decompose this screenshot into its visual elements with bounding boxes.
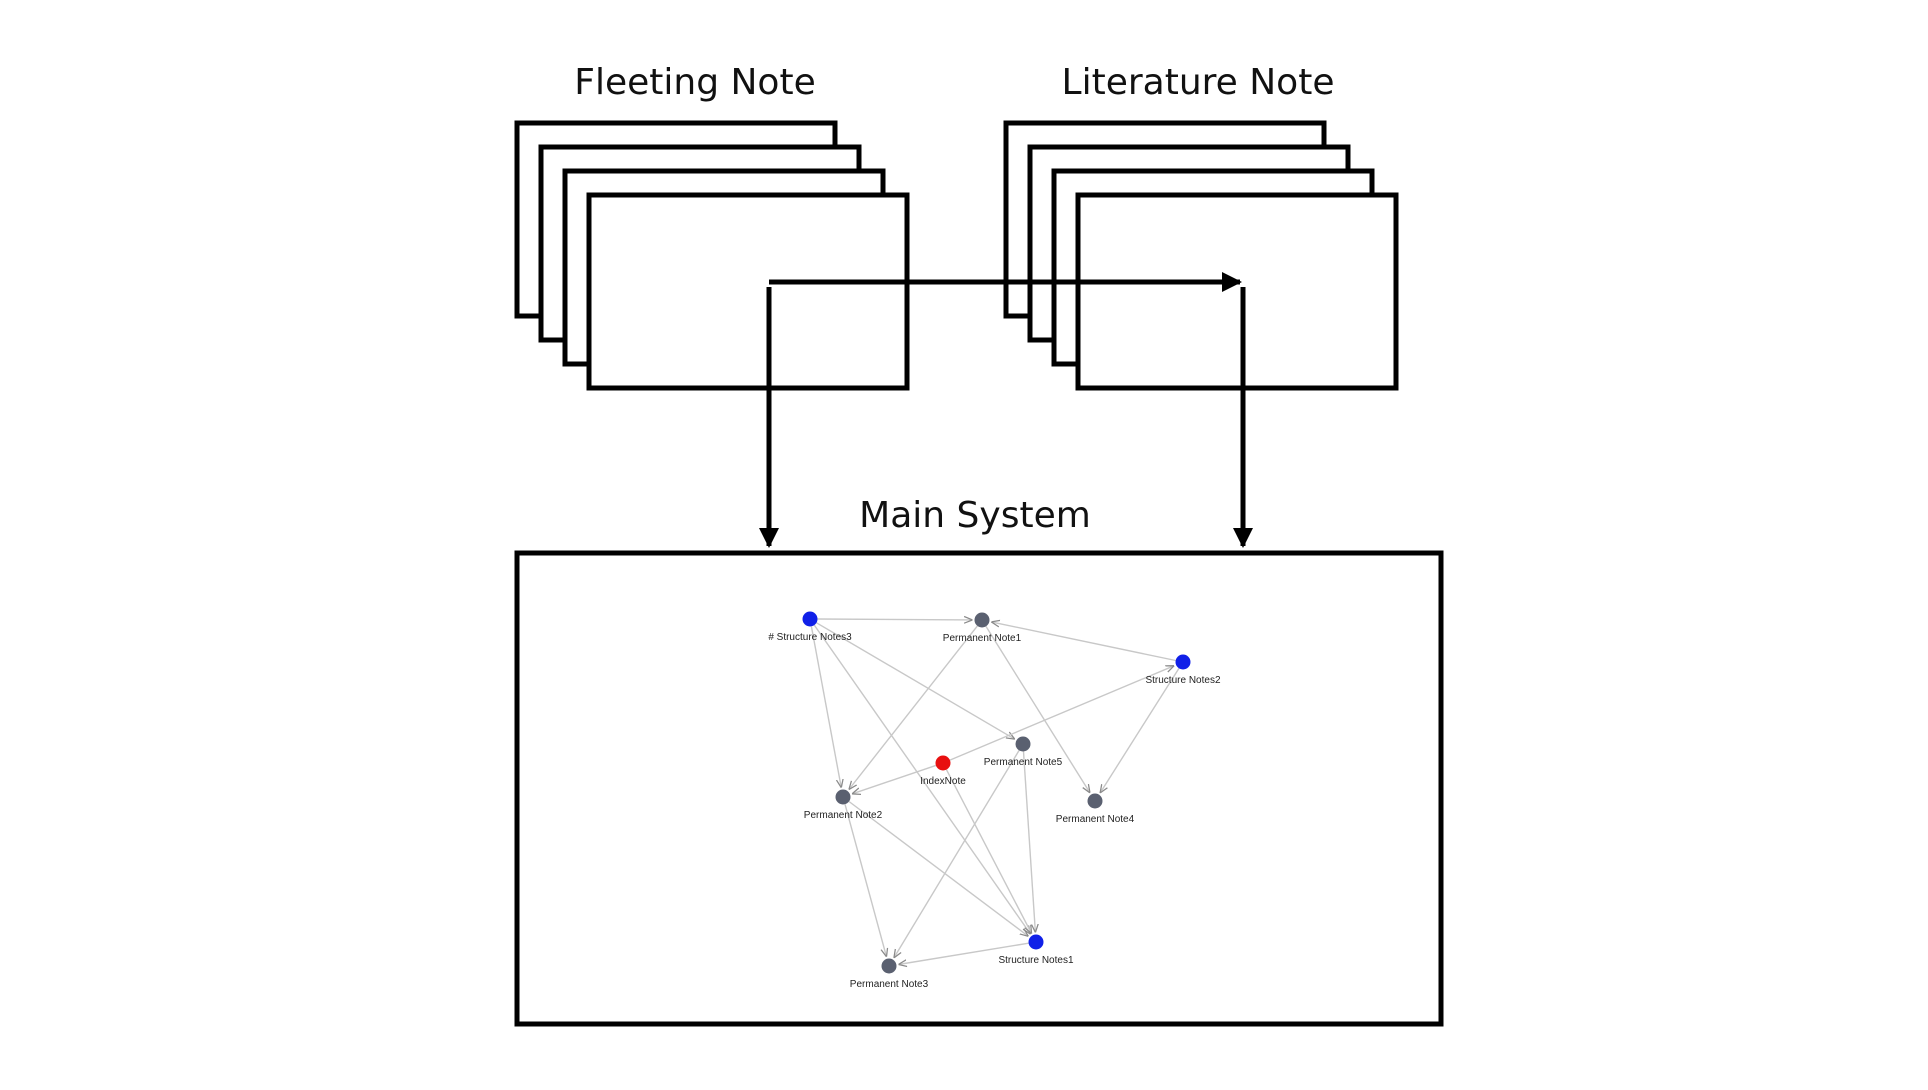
graph-edge-s3-p5 — [816, 622, 1015, 739]
graph-node-s2 — [1175, 654, 1191, 670]
graph-edge-s2-p1 — [991, 622, 1176, 662]
graph-node-label-idx: IndexNote — [920, 776, 966, 787]
graph-node-label-p2: Permanent Note2 — [804, 810, 883, 821]
fleeting-card-4 — [586, 192, 910, 391]
main-system-title: Main System — [859, 495, 1091, 536]
graph-node-idx — [935, 755, 951, 771]
graph-node-s1 — [1028, 934, 1044, 950]
graph-edge-s3-s1 — [813, 624, 1030, 934]
graph-node-p2 — [835, 789, 851, 805]
graph-node-p3 — [881, 958, 897, 974]
literature-note-stack — [1003, 120, 1399, 391]
graph-edge-s1-p3 — [898, 942, 1029, 964]
fleeting-note-title: Fleeting Note — [574, 62, 815, 103]
literature-note-title: Literature Note — [1062, 62, 1335, 103]
graph-edge-p5-s1 — [1022, 751, 1036, 933]
fleeting-note-stack — [514, 120, 910, 391]
graph-edges — [810, 619, 1180, 965]
main-system-box — [514, 550, 1444, 1027]
graph-node-label-s2: Structure Notes2 — [1145, 675, 1220, 686]
graph-edge-idx-p2 — [852, 764, 937, 794]
graph-edge-idx-s1 — [945, 769, 1032, 934]
graph-edge-p2-p3 — [844, 804, 887, 957]
graph-node-p4 — [1087, 793, 1103, 809]
graph-edge-p5-p3 — [894, 750, 1020, 958]
graph-node-p5 — [1015, 736, 1031, 752]
graph-edge-p2-s1 — [848, 800, 1028, 937]
graph-edge-p1-p2 — [849, 625, 978, 790]
graph-edge-s3-p1 — [817, 619, 973, 620]
graph-edge-s2-p4 — [1100, 667, 1180, 793]
graph-nodes: # Structure Notes3 Permanent Note1Structu… — [768, 611, 1221, 990]
graph-node-label-p1: Permanent Note1 — [943, 633, 1022, 644]
graph-edge-idx-s2 — [949, 666, 1174, 761]
literature-card-4 — [1075, 192, 1399, 391]
graph-node-label-p4: Permanent Note4 — [1056, 814, 1135, 825]
graph-node-label-p5: Permanent Note5 — [984, 757, 1063, 768]
graph-edge-s3-p2 — [810, 626, 841, 787]
graph-node-label-p3: Permanent Note3 — [850, 979, 929, 990]
graph-node-label-s1: Structure Notes1 — [998, 955, 1073, 966]
graph-edge-p1-p4 — [985, 626, 1090, 793]
graph-node-s3 — [802, 611, 818, 627]
graph-node-p1 — [974, 612, 990, 628]
graph-node-label-s3: # Structure Notes3 — [768, 632, 852, 643]
